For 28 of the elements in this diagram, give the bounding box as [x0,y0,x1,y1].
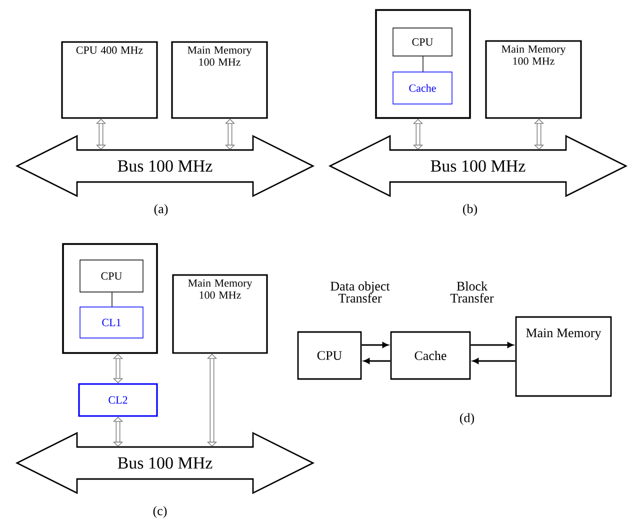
panel-caption: (c) [153,506,167,518]
unit-box: CPU [392,28,452,56]
double-arrow [96,118,106,150]
connector-line [422,56,424,72]
double-arrow [112,416,124,447]
panel-caption: (d) [460,413,474,425]
unit-box: CL2 [78,383,158,417]
module-box [375,9,471,119]
double-arrow [534,118,544,150]
arrow [470,342,514,348]
arrow [362,342,388,348]
edge-label: Block Transfer [446,280,498,304]
unit-box: CPU 400 MHz [61,41,158,119]
unit-box: Main Memory 100 MHz [485,40,582,119]
double-arrow [224,118,236,150]
arrow [364,358,390,364]
unit-box: Cache [392,72,452,104]
arrow [472,358,516,364]
unit-box: CPU [297,331,362,380]
double-arrow [206,354,218,447]
unit-box: Main Memory [515,316,612,397]
unit-box: Cache [390,331,471,380]
unit-box: Main Memory 100 MHz [171,41,268,119]
edge-label: Data object Transfer [324,280,396,304]
module-box [62,243,158,354]
unit-box: CPU [80,260,144,292]
unit-box: Main Memory 100 MHz [172,274,268,354]
unit-box: CL1 [80,306,144,338]
